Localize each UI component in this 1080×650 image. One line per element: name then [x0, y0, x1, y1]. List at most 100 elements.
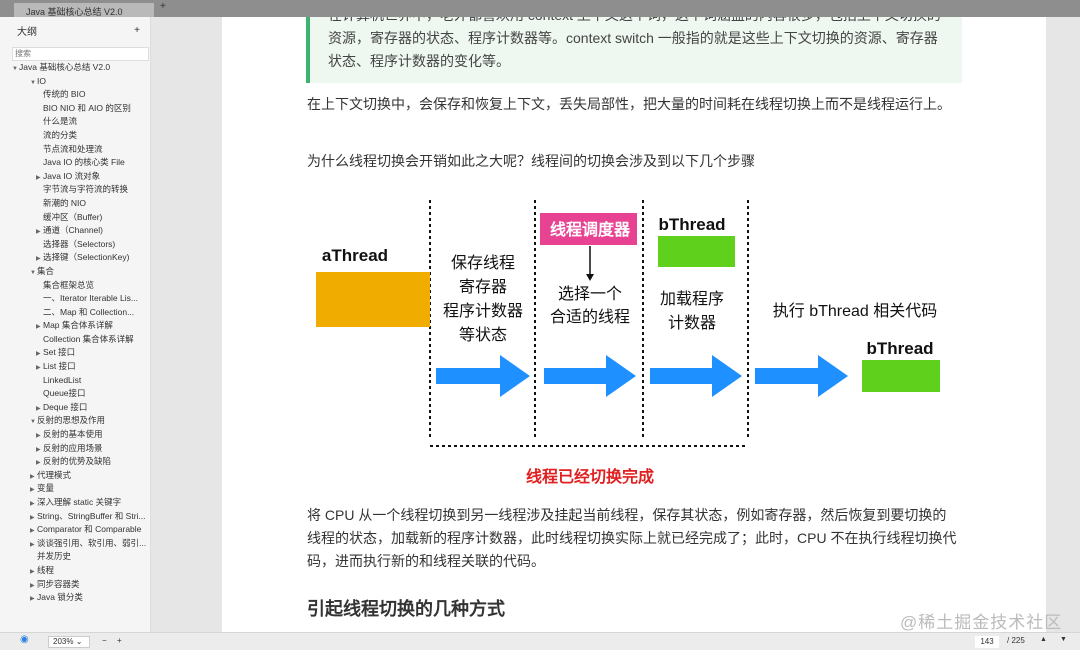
- outline-item[interactable]: ▶线程: [0, 564, 150, 578]
- step4-text: 执行 bThread 相关代码: [773, 302, 938, 320]
- page-number-input[interactable]: 143: [975, 636, 999, 648]
- caret-down-icon[interactable]: ▼: [30, 79, 36, 86]
- caret-right-icon[interactable]: ▶: [30, 514, 35, 521]
- zoom-select[interactable]: 203% ⌄: [48, 636, 90, 648]
- outline-item[interactable]: 节点流和处理流: [0, 143, 150, 157]
- outline-item[interactable]: ▶谈谈强引用、软引用、弱引...: [0, 537, 150, 551]
- outline-item[interactable]: 二、Map 和 Collection...: [0, 306, 150, 320]
- bthread-top-box: [658, 236, 735, 267]
- zoom-value: 203%: [53, 637, 74, 646]
- caret-right-icon[interactable]: ▶: [30, 568, 35, 575]
- outline-item[interactable]: 新潮的 NIO: [0, 197, 150, 211]
- caret-right-icon[interactable]: ▶: [36, 324, 41, 331]
- right-arrow-icon: [755, 355, 848, 397]
- document-viewer: 在计算机世界中，老外都喜欢用 context 上下文这个词，这个词涵盖的内容很多…: [151, 17, 1080, 632]
- outline-item-label: 集合: [37, 265, 55, 276]
- outline-item[interactable]: ▼IO: [0, 75, 150, 89]
- outline-add-button[interactable]: +: [134, 24, 140, 36]
- caret-right-icon[interactable]: ▶: [36, 229, 41, 236]
- outline-item-label: Java IO 流对象: [43, 170, 101, 181]
- zoom-out-button[interactable]: −: [102, 636, 107, 645]
- outline-item-label: 并发历史: [37, 551, 72, 562]
- outline-item[interactable]: ▶Java IO 流对象: [0, 170, 150, 184]
- outline-item[interactable]: ▶List 接口: [0, 360, 150, 374]
- outline-item[interactable]: 一、Iterator Iterable Lis...: [0, 292, 150, 306]
- caret-right-icon[interactable]: ▶: [30, 596, 35, 603]
- outline-title: 大纲: [17, 26, 37, 38]
- prev-page-button[interactable]: ▲: [1040, 636, 1047, 643]
- outline-item[interactable]: ▶Map 集合体系详解: [0, 319, 150, 333]
- blockquote: 在计算机世界中，老外都喜欢用 context 上下文这个词，这个词涵盖的内容很多…: [306, 17, 962, 83]
- caret-right-icon[interactable]: ▶: [30, 582, 35, 589]
- outline-item[interactable]: 字节流与字符流的转换: [0, 183, 150, 197]
- outline-item[interactable]: Java IO 的核心类 File: [0, 156, 150, 170]
- outline-item-label: 节点流和处理流: [43, 143, 103, 154]
- caret-right-icon[interactable]: ▶: [36, 351, 41, 358]
- outline-item[interactable]: 选择器（Selectors): [0, 238, 150, 252]
- caret-right-icon[interactable]: ▶: [30, 473, 35, 480]
- outline-item[interactable]: 什么是流: [0, 115, 150, 129]
- outline-search-input[interactable]: [12, 46, 149, 61]
- outline-item[interactable]: ▼Java 基础核心总结 V2.0: [0, 61, 150, 75]
- caret-right-icon[interactable]: ▶: [36, 405, 41, 412]
- outline-item[interactable]: 流的分类: [0, 129, 150, 143]
- outline-item-label: List 接口: [43, 361, 76, 372]
- caret-down-icon[interactable]: ▼: [12, 66, 18, 72]
- outline-item[interactable]: ▶深入理解 static 关键字: [0, 496, 150, 510]
- outline-item[interactable]: ▼集合: [0, 265, 150, 279]
- outline-item[interactable]: ▶反射的优势及缺陷: [0, 455, 150, 469]
- outline-item[interactable]: ▶通道（Channel): [0, 224, 150, 238]
- outline-item[interactable]: ▶代理模式: [0, 469, 150, 483]
- caret-right-icon[interactable]: ▶: [30, 501, 35, 507]
- paragraph: 在上下文切换中，会保存和恢复上下文，丢失局部性，把大量的时间耗在线程切换上而不是…: [307, 96, 951, 112]
- caret-right-icon[interactable]: ▶: [36, 256, 41, 263]
- outline-item[interactable]: LinkedList: [0, 374, 150, 388]
- caret-right-icon[interactable]: ▶: [36, 446, 41, 453]
- outline-item[interactable]: Collection 集合体系详解: [0, 333, 150, 347]
- outline-item[interactable]: ▶反射的应用场景: [0, 442, 150, 456]
- outline-item[interactable]: ▶Java 锁分类: [0, 591, 150, 605]
- caret-right-icon[interactable]: ▶: [36, 460, 41, 467]
- caret-down-icon[interactable]: ▼: [30, 269, 36, 276]
- new-tab-button[interactable]: +: [160, 1, 166, 12]
- caret-right-icon[interactable]: ▶: [30, 541, 35, 548]
- outline-item[interactable]: ▼反射的思想及作用: [0, 414, 150, 428]
- outline-item-label: 什么是流: [43, 116, 78, 127]
- outline-item[interactable]: 缓冲区（Buffer): [0, 211, 150, 225]
- caret-right-icon[interactable]: ▶: [30, 528, 35, 535]
- caret-right-icon[interactable]: ▶: [36, 433, 41, 440]
- outline-item-label: 反射的应用场景: [43, 442, 103, 453]
- caret-down-icon[interactable]: ▼: [30, 419, 36, 426]
- outline-item-label: 线程: [37, 564, 55, 575]
- athread-label: aThread: [322, 246, 388, 265]
- outline-item[interactable]: ▶反射的基本使用: [0, 428, 150, 442]
- caret-right-icon[interactable]: ▶: [36, 365, 41, 372]
- outline-item[interactable]: 集合框架总览: [0, 279, 150, 293]
- outline-item[interactable]: ▶选择键（SelectionKey): [0, 251, 150, 265]
- document-tab[interactable]: Java 基础核心总结 V2.0: [14, 3, 154, 17]
- outline-item-label: 一、Iterator Iterable Lis...: [43, 293, 138, 304]
- outline-item-label: Collection 集合体系详解: [43, 333, 134, 344]
- outline-item[interactable]: 传统的 BIO: [0, 88, 150, 102]
- outline-item[interactable]: BIO NIO 和 AIO 的区别: [0, 102, 150, 116]
- outline-item-label: BIO NIO 和 AIO 的区别: [43, 102, 131, 113]
- zoom-in-button[interactable]: +: [117, 636, 122, 645]
- outline-item-label: 同步容器类: [37, 578, 80, 589]
- caret-right-icon[interactable]: ▶: [36, 174, 41, 181]
- outline-item[interactable]: ▶变量: [0, 482, 150, 496]
- outline-item[interactable]: ▶Comparator 和 Comparable: [0, 523, 150, 537]
- outline-item[interactable]: ▶Set 接口: [0, 346, 150, 360]
- outline-item-label: 选择器（Selectors): [43, 238, 116, 249]
- next-page-button[interactable]: ▼: [1060, 636, 1067, 643]
- outline-item[interactable]: ▶Deque 接口: [0, 401, 150, 415]
- outline-item-label: Deque 接口: [43, 401, 88, 412]
- outline-item[interactable]: ▶同步容器类: [0, 578, 150, 592]
- right-arrow-icon: [650, 355, 742, 397]
- outline-item[interactable]: Queue接口: [0, 387, 150, 401]
- outline-item[interactable]: ▶String、StringBuffer 和 Stri...: [0, 510, 150, 524]
- outline-item-label: 字节流与字符流的转换: [43, 184, 129, 195]
- caret-right-icon[interactable]: ▶: [30, 487, 35, 494]
- eye-icon[interactable]: ◉: [20, 634, 29, 645]
- outline-item[interactable]: 并发历史: [0, 550, 150, 564]
